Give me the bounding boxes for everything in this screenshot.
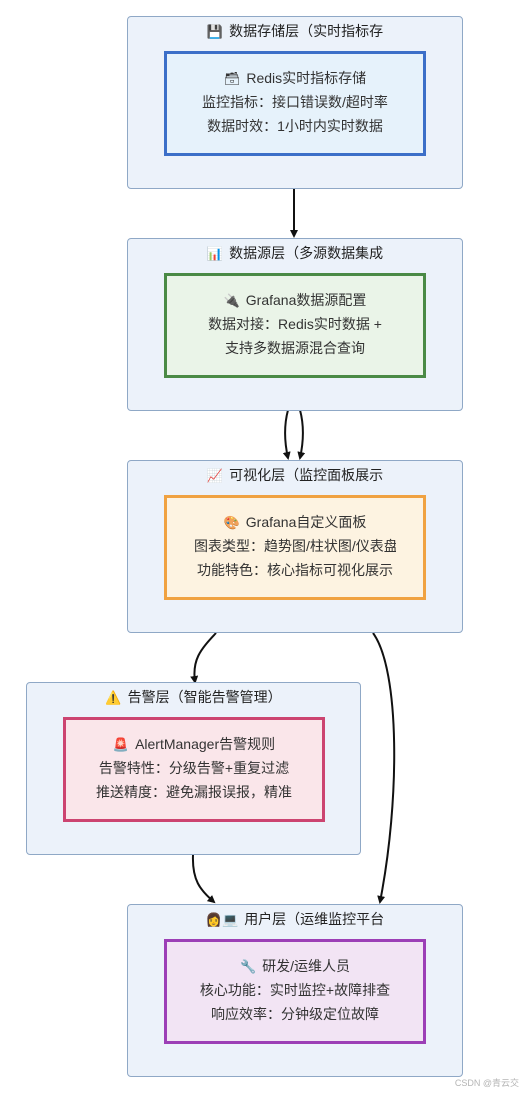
memo-icon: 🗃	[223, 71, 241, 86]
layer-visual-title: 📈可视化层（监控面板展示	[128, 465, 462, 485]
layer-datasource: 📊数据源层（多源数据集成 🔌Grafana数据源配置 数据对接：Redis实时数…	[127, 238, 463, 411]
layer-user: 👩💻用户层（运维监控平台 🔧研发/运维人员 核心功能：实时监控+故障排查 响应效…	[127, 904, 463, 1077]
edge-datasource-to-visual-2	[297, 409, 306, 460]
bar-chart-icon: 📊	[206, 246, 224, 261]
node-alert-title: 🚨AlertManager告警规则	[66, 734, 322, 754]
edge-datasource-to-visual-1	[282, 409, 291, 460]
node-alertmanager[interactable]: 🚨AlertManager告警规则 告警特性：分级告警+重复过滤 推送精度：避免…	[63, 717, 325, 822]
edge-visual-to-alert	[190, 632, 217, 684]
node-panel-line1: 图表类型：趋势图/柱状图/仪表盘	[194, 538, 396, 554]
node-alert-line1: 告警特性：分级告警+重复过滤	[98, 760, 290, 776]
plug-icon: 🔌	[223, 293, 240, 308]
node-redis-line2: 数据时效：1小时内实时数据	[207, 118, 383, 134]
layer-storage: 💾数据存储层（实时指标存 🗃Redis实时指标存储 监控指标：接口错误数/超时率…	[127, 16, 463, 189]
node-datasource-line1: 数据对接：Redis实时数据 +	[208, 316, 382, 332]
node-datasource-line2: 支持多数据源混合查询	[225, 340, 365, 356]
node-redis-line1: 监控指标：接口错误数/超时率	[202, 94, 388, 110]
layer-storage-title: 💾数据存储层（实时指标存	[128, 21, 462, 41]
layer-datasource-title: 📊数据源层（多源数据集成	[128, 243, 462, 263]
user-computer-icon: 👩💻	[205, 912, 239, 927]
layer-alert-title: ⚠️告警层（智能告警管理）	[27, 687, 360, 707]
edge-visual-to-user	[372, 632, 396, 904]
layer-visual: 📈可视化层（监控面板展示 🎨Grafana自定义面板 图表类型：趋势图/柱状图/…	[127, 460, 463, 633]
node-user-title: 🔧研发/运维人员	[167, 956, 423, 976]
node-datasource-title: 🔌Grafana数据源配置	[167, 290, 423, 310]
node-alert-line2: 推送精度：避免漏报误报，精准	[96, 784, 292, 800]
edge-alert-to-user	[191, 854, 216, 904]
node-grafana-panel[interactable]: 🎨Grafana自定义面板 图表类型：趋势图/柱状图/仪表盘 功能特色：核心指标…	[164, 495, 426, 600]
siren-icon: 🚨	[112, 737, 130, 752]
palette-icon: 🎨	[223, 515, 240, 530]
layer-alert: ⚠️告警层（智能告警管理） 🚨AlertManager告警规则 告警特性：分级告…	[26, 682, 361, 855]
node-user[interactable]: 🔧研发/运维人员 核心功能：实时监控+故障排查 响应效率：分钟级定位故障	[164, 939, 426, 1044]
node-user-line1: 核心功能：实时监控+故障排查	[199, 982, 391, 998]
node-user-line2: 响应效率：分钟级定位故障	[211, 1006, 379, 1022]
node-redis-title: 🗃Redis实时指标存储	[167, 68, 423, 88]
warning-icon: ⚠️	[105, 690, 122, 705]
node-redis-storage[interactable]: 🗃Redis实时指标存储 监控指标：接口错误数/超时率 数据时效：1小时内实时数…	[164, 51, 426, 156]
layer-user-title: 👩💻用户层（运维监控平台	[128, 909, 462, 929]
line-chart-icon: 📈	[206, 468, 224, 483]
node-panel-title: 🎨Grafana自定义面板	[167, 512, 423, 532]
node-panel-line2: 功能特色：核心指标可视化展示	[197, 562, 393, 578]
wrench-icon: 🔧	[239, 959, 257, 974]
watermark: CSDN @青云交	[454, 1078, 519, 1088]
node-grafana-datasource[interactable]: 🔌Grafana数据源配置 数据对接：Redis实时数据 + 支持多数据源混合查…	[164, 273, 426, 378]
floppy-disk-icon: 💾	[206, 24, 224, 39]
